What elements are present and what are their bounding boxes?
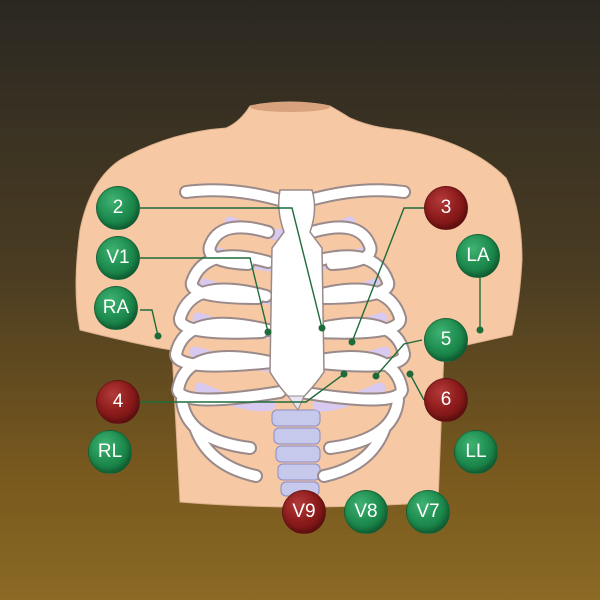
lead-line-4 (140, 373, 345, 403)
electrode-dot-la (476, 326, 484, 334)
lead-marker-4[interactable]: 4 (96, 380, 140, 424)
lead-marker-3[interactable]: 3 (424, 186, 468, 230)
electrode-dot-v1 (264, 328, 272, 336)
neck (250, 102, 330, 112)
electrode-dots (154, 324, 484, 380)
spine (271, 409, 321, 497)
lead-line-2 (140, 207, 323, 329)
lead-line-3 (351, 207, 424, 343)
lead-lines (140, 207, 481, 403)
lead-marker-2[interactable]: 2 (96, 186, 140, 230)
lead-line-v1 (140, 257, 269, 333)
lead-marker-la[interactable]: LA (456, 234, 500, 278)
lead-marker-v1[interactable]: V1 (96, 236, 140, 280)
anterior-ribs (168, 220, 412, 483)
electrode-dot-4 (340, 370, 348, 378)
lead-line-ra (140, 309, 159, 337)
lead-marker-v7[interactable]: V7 (406, 490, 450, 534)
electrode-dot-6 (406, 370, 414, 378)
lead-line-6 (409, 373, 425, 401)
clavicles (179, 183, 411, 207)
electrode-dot-5 (372, 372, 380, 380)
lead-marker-6[interactable]: 6 (424, 378, 468, 422)
lead-line-5 (375, 339, 423, 377)
lead-marker-v9[interactable]: V9 (282, 490, 326, 534)
xiphoid (287, 395, 305, 412)
lead-marker-ra[interactable]: RA (94, 286, 138, 330)
lead-marker-5[interactable]: 5 (424, 318, 468, 362)
electrode-dot-2 (318, 324, 326, 332)
electrode-dot-ra (154, 332, 162, 340)
electrode-dot-3 (348, 338, 356, 346)
lead-marker-v8[interactable]: V8 (344, 490, 388, 534)
lead-marker-rl[interactable]: RL (88, 430, 132, 474)
lead-marker-ll[interactable]: LL (454, 430, 498, 474)
